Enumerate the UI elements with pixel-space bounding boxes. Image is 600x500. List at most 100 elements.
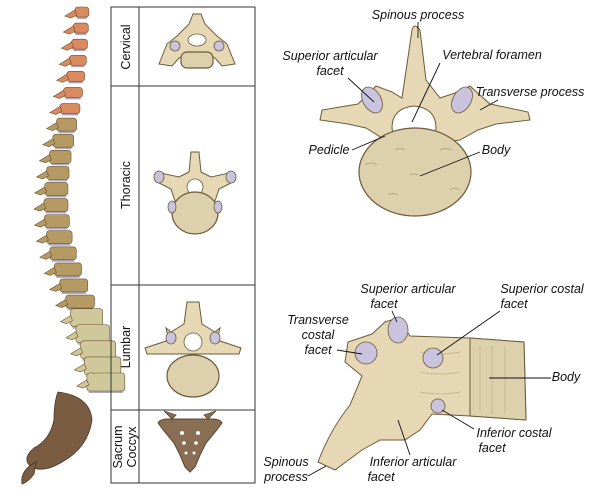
spinous-process-shape bbox=[58, 57, 72, 67]
intervertebral-disc bbox=[68, 80, 83, 84]
vertebra bbox=[54, 262, 82, 277]
vertebra bbox=[44, 182, 69, 196]
label-transverse-costal-facet-1: Transverse bbox=[287, 313, 349, 327]
spinous-process-shape bbox=[35, 170, 49, 180]
region-label-thoracic: Thoracic bbox=[119, 161, 133, 209]
intervertebral-disc bbox=[76, 16, 87, 19]
vertebra bbox=[80, 340, 116, 360]
vertebra bbox=[46, 166, 70, 180]
lumbar-vertebra bbox=[144, 301, 242, 398]
spinous-process-shape bbox=[39, 250, 53, 260]
label-body-side: Body bbox=[552, 370, 581, 384]
intervertebral-disc bbox=[51, 258, 75, 262]
vertebra bbox=[84, 356, 122, 376]
region-label-cervical: Cervical bbox=[119, 24, 133, 69]
thoracic-vertebra bbox=[153, 151, 237, 235]
spinous-process-shape bbox=[62, 25, 76, 35]
vertebra bbox=[65, 294, 95, 309]
spinous-process-shape bbox=[60, 41, 74, 51]
vertebra bbox=[70, 308, 103, 327]
label-transverse-costal-facet-3: facet bbox=[304, 343, 332, 357]
intervertebral-disc bbox=[88, 390, 123, 393]
cervical-vertebra bbox=[158, 13, 236, 69]
spinous-process-shape bbox=[73, 363, 87, 373]
intervertebral-disc bbox=[48, 242, 71, 246]
intervertebral-disc bbox=[61, 290, 86, 294]
label-inferior-articular-facet-1: Inferior articular bbox=[370, 455, 458, 469]
region-label-lumbar: Lumbar bbox=[119, 326, 133, 368]
intervertebral-disc bbox=[58, 130, 75, 134]
label-superior-costal-facet-1: Superior costal bbox=[500, 282, 585, 296]
sacrum-shape bbox=[26, 391, 93, 470]
spinous-process-shape bbox=[59, 315, 73, 324]
spinous-process-shape bbox=[52, 89, 66, 99]
vertebra bbox=[44, 214, 70, 228]
intervertebral-disc bbox=[46, 226, 68, 230]
region-label-coccyx: Coccyx bbox=[125, 426, 139, 468]
vertebra bbox=[49, 246, 77, 261]
label-inferior-costal-facet-1: Inferior costal bbox=[476, 426, 552, 440]
vertebra bbox=[69, 54, 87, 66]
vertebra bbox=[43, 198, 69, 212]
label-inferior-articular-facet-2: facet bbox=[367, 470, 395, 484]
label-superior-articular-facet-top-2: facet bbox=[316, 64, 344, 78]
label-spinous-process-side-1: Spinous bbox=[263, 455, 308, 469]
vertebra bbox=[63, 87, 83, 98]
region-grid bbox=[110, 6, 256, 484]
spinous-process-shape bbox=[76, 379, 90, 389]
label-body-top: Body bbox=[482, 143, 511, 157]
intervertebral-disc bbox=[48, 178, 68, 182]
spinous-process-shape bbox=[55, 73, 70, 83]
label-superior-articular-facet-side-2: facet bbox=[370, 297, 398, 311]
label-superior-costal-facet-2: facet bbox=[500, 297, 528, 311]
spinous-process-shape bbox=[65, 331, 79, 341]
intervertebral-disc bbox=[46, 194, 66, 198]
spinous-process-shape bbox=[54, 299, 69, 308]
label-transverse-process-top: Transverse process bbox=[476, 85, 585, 99]
intervertebral-disc bbox=[56, 274, 80, 278]
vertebra-superior-view bbox=[319, 25, 531, 217]
intervertebral-disc bbox=[71, 64, 85, 68]
label-spinous-process-side-2: process bbox=[263, 470, 308, 484]
spine-illustration bbox=[21, 6, 126, 485]
intervertebral-disc bbox=[51, 162, 70, 166]
intervertebral-disc bbox=[61, 112, 78, 116]
vertebra-lateral-view bbox=[317, 316, 527, 471]
spinous-process-shape bbox=[64, 9, 78, 19]
sacrum-coccyx bbox=[157, 410, 223, 473]
vertebra bbox=[86, 372, 126, 392]
label-pedicle: Pedicle bbox=[309, 143, 350, 157]
spinous-process-shape bbox=[43, 266, 57, 276]
label-superior-articular-facet-side-1: Superior articular bbox=[360, 282, 456, 296]
spinous-process-shape bbox=[33, 202, 47, 212]
vertebra bbox=[73, 22, 89, 34]
intervertebral-disc bbox=[65, 96, 81, 100]
spinous-process-shape bbox=[35, 234, 49, 244]
label-inferior-costal-facet-2: facet bbox=[478, 441, 506, 455]
label-superior-articular-facet-top-1: Superior articular bbox=[282, 49, 378, 63]
vertebra bbox=[56, 117, 77, 132]
vertebra bbox=[52, 133, 74, 148]
coccyx-shape bbox=[21, 461, 37, 485]
vertebra bbox=[49, 149, 72, 164]
spinous-process-shape bbox=[42, 138, 56, 148]
label-transverse-costal-facet-2: costal bbox=[302, 328, 336, 342]
spinous-process-shape bbox=[33, 186, 48, 196]
intervertebral-disc bbox=[73, 48, 86, 52]
vertebra bbox=[59, 278, 89, 293]
label-spinous-process-top: Spinous process bbox=[372, 8, 464, 22]
region-label-sacrum: Sacrum bbox=[111, 425, 125, 468]
spinous-process-shape bbox=[45, 122, 59, 131]
label-vertebral-foramen: Vertebral foramen bbox=[442, 48, 542, 62]
vertebra bbox=[66, 71, 85, 82]
spinous-process-shape bbox=[49, 283, 63, 292]
vertebra bbox=[59, 103, 81, 114]
vertebra bbox=[74, 6, 90, 18]
intervertebral-disc bbox=[54, 146, 72, 150]
spinous-process-shape bbox=[49, 106, 63, 115]
spinous-process-shape bbox=[38, 154, 52, 164]
vertebra bbox=[46, 230, 73, 245]
vertebra bbox=[71, 38, 88, 50]
spinous-process-shape bbox=[33, 218, 47, 228]
